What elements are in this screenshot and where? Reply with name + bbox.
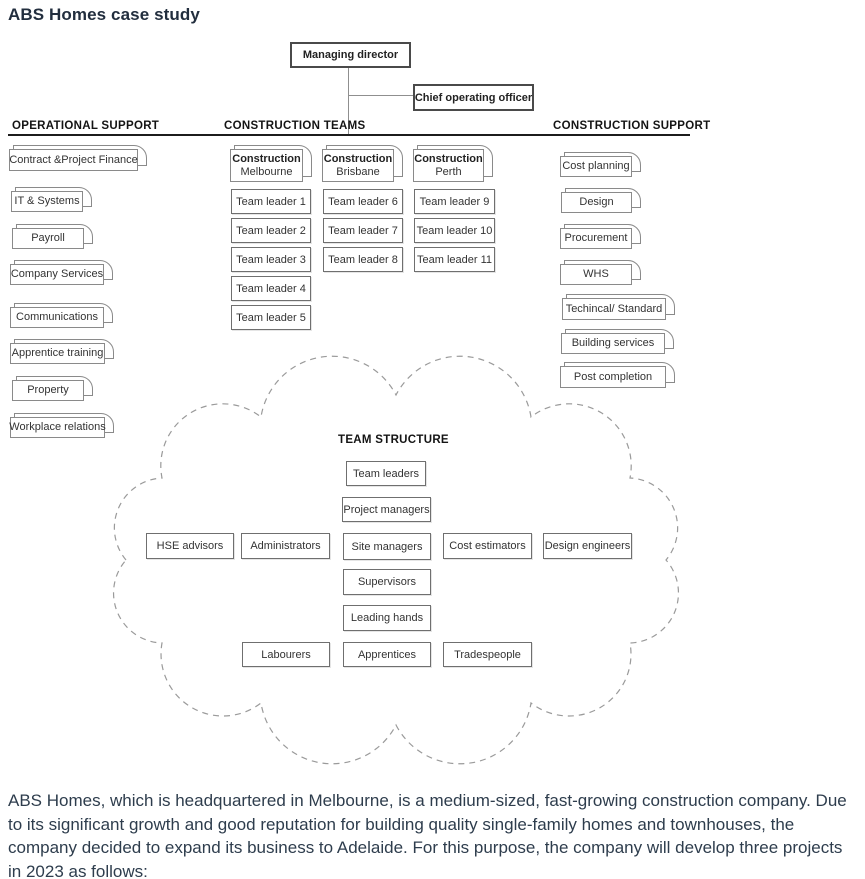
box-team-leader-3: Team leader 3	[231, 247, 311, 272]
team-name: Construction	[323, 152, 393, 165]
card-workplace-relations: Workplace relations	[9, 413, 114, 438]
operational-support-header: OPERATIONAL SUPPORT	[12, 120, 160, 132]
chief-operating-officer-label: Chief operating officer	[414, 91, 533, 104]
chief-operating-officer-box: Chief operating officer	[413, 84, 534, 111]
card-label: Contract &Project Finance	[9, 149, 138, 171]
card-property: Property	[12, 376, 93, 401]
box-team-leaders: Team leaders	[346, 461, 426, 486]
team-name: Construction	[414, 152, 483, 165]
card-label: Construction Perth	[413, 149, 484, 182]
managing-director-label: Managing director	[302, 49, 399, 61]
box-design-engineers: Design engineers	[543, 533, 632, 559]
card-construction-perth: Construction Perth	[413, 145, 493, 182]
card-building-services: Building services	[561, 329, 674, 354]
box-hse-advisors: HSE advisors	[146, 533, 234, 559]
card-whs: WHS	[560, 260, 641, 285]
box-supervisors: Supervisors	[343, 569, 431, 595]
card-label: Techincal/ Standard	[562, 298, 666, 320]
box-team-leader-11: Team leader 11	[414, 247, 495, 272]
card-procurement: Procurement	[560, 224, 641, 249]
card-label: Post completion	[560, 366, 666, 388]
box-team-leader-8: Team leader 8	[323, 247, 403, 272]
construction-teams-header: CONSTRUCTION TEAMS	[224, 120, 366, 132]
card-communications: Communications	[10, 303, 113, 328]
card-payroll: Payroll	[12, 224, 93, 249]
team-city: Melbourne	[240, 165, 293, 178]
box-apprentices: Apprentices	[343, 642, 431, 667]
card-contract-project-finance: Contract &Project Finance	[9, 145, 147, 171]
card-label: Payroll	[12, 228, 84, 249]
card-technical-standard: Techincal/ Standard	[562, 294, 675, 320]
box-team-leader-9: Team leader 9	[414, 189, 495, 214]
card-construction-brisbane: Construction Brisbane	[322, 145, 403, 182]
box-administrators: Administrators	[241, 533, 330, 559]
box-team-leader-10: Team leader 10	[414, 218, 495, 243]
card-label: Building services	[561, 333, 665, 354]
connector-coo-horizontal	[348, 95, 413, 96]
team-city: Brisbane	[336, 165, 380, 178]
card-it-systems: IT & Systems	[11, 187, 92, 212]
card-label: Construction Brisbane	[322, 149, 394, 182]
card-label: Apprentice training	[10, 343, 105, 364]
section-header-rule	[8, 134, 690, 136]
case-study-paragraph: ABS Homes, which is headquartered in Mel…	[8, 791, 847, 879]
card-label: Company Services	[10, 264, 104, 285]
team-structure-title: TEAM STRUCTURE	[338, 434, 449, 446]
card-label: Workplace relations	[9, 417, 106, 438]
card-company-services: Company Services	[10, 260, 113, 285]
box-team-leader-5: Team leader 5	[231, 305, 311, 330]
card-cost-planning: Cost planning	[560, 152, 641, 177]
card-post-completion: Post completion	[560, 362, 675, 388]
card-label: Communications	[10, 307, 104, 328]
card-construction-melbourne: Construction Melbourne	[230, 145, 312, 182]
construction-support-header: CONSTRUCTION SUPPORT	[553, 120, 711, 132]
box-cost-estimators: Cost estimators	[443, 533, 532, 559]
card-label: Design	[561, 192, 632, 213]
team-name: Construction	[232, 152, 301, 165]
box-team-leader-7: Team leader 7	[323, 218, 403, 243]
card-label: Construction Melbourne	[230, 149, 303, 182]
card-design: Design	[561, 188, 641, 213]
card-label: IT & Systems	[11, 191, 83, 212]
box-team-leader-1: Team leader 1	[231, 189, 311, 214]
box-labourers: Labourers	[242, 642, 330, 667]
box-team-leader-4: Team leader 4	[231, 276, 311, 301]
page-title: ABS Homes case study	[8, 5, 200, 24]
card-apprentice-training: Apprentice training	[10, 339, 114, 364]
box-project-managers: Project managers	[342, 497, 431, 522]
box-team-leader-2: Team leader 2	[231, 218, 311, 243]
card-label: Cost planning	[560, 156, 632, 177]
card-label: Property	[12, 380, 84, 401]
card-label: WHS	[560, 264, 632, 285]
connector-md-vertical	[348, 63, 349, 135]
card-label: Procurement	[560, 228, 632, 249]
box-site-managers: Site managers	[343, 533, 431, 560]
team-city: Perth	[435, 165, 462, 178]
managing-director-box: Managing director	[290, 42, 411, 68]
box-tradespeople: Tradespeople	[443, 642, 532, 667]
box-leading-hands: Leading hands	[343, 605, 431, 631]
box-team-leader-6: Team leader 6	[323, 189, 403, 214]
